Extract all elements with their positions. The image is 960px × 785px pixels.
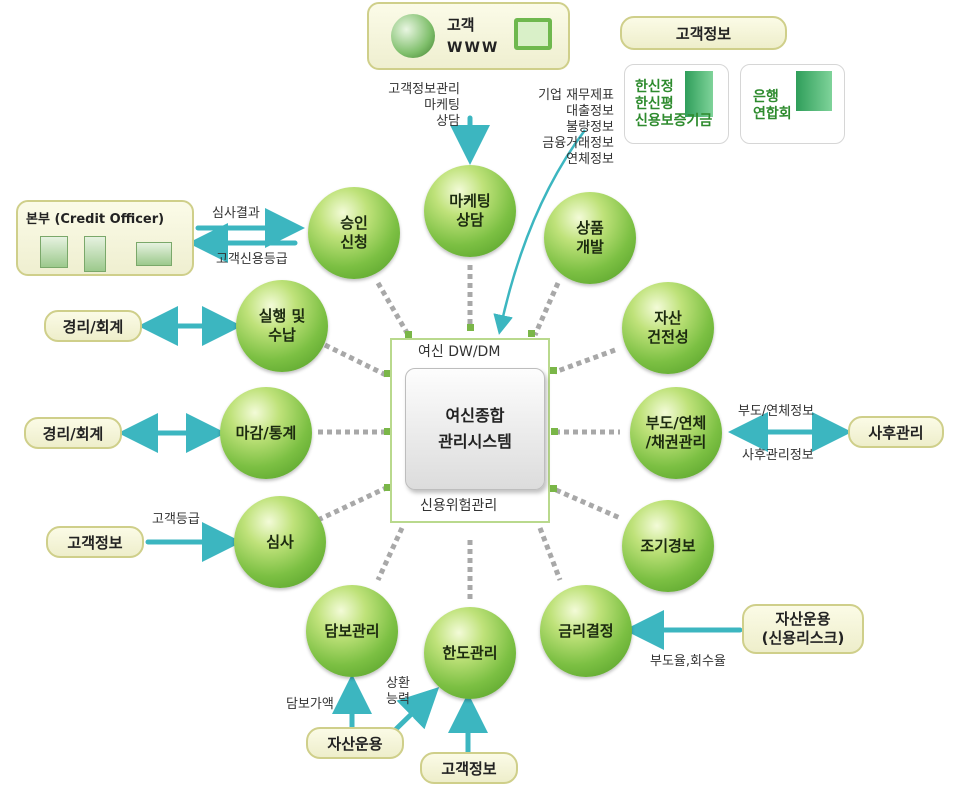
- node-approval: 승인 신청: [308, 187, 400, 279]
- accounting-pill-2: 경리/회계: [24, 417, 122, 449]
- customer-panel: 고객 WWW: [367, 2, 570, 70]
- center-system: 여신종합 관리시스템: [405, 368, 545, 490]
- hq-panel: 본부 (Credit Officer): [16, 200, 194, 276]
- node-interest: 금리결정: [540, 585, 632, 677]
- connector-product: [532, 281, 561, 337]
- node-limit: 한도관리: [424, 607, 516, 699]
- node-review: 심사: [234, 496, 326, 588]
- repay-capacity-label: 상환 능력: [386, 676, 410, 707]
- default-rate-label: 부도율,회수율: [650, 654, 726, 669]
- arrow-repay-capacity: [389, 687, 440, 736]
- monitor-icon: [514, 18, 552, 50]
- credit-agency-card: 한신정 한신평 신용보증기금: [624, 64, 729, 144]
- collateral-value-label: 담보가액: [286, 697, 334, 712]
- node-default-mgmt: 부도/연체 /채권관리: [630, 387, 722, 479]
- computer-icon: [84, 236, 106, 272]
- customer-info-pill-left: 고객정보: [46, 526, 144, 558]
- connector-collateral: [375, 526, 405, 582]
- node-asset-soundness: 자산 건전성: [622, 282, 714, 374]
- credit-grade-label: 고객신용등급: [216, 252, 288, 267]
- connector-execution: [323, 342, 390, 379]
- laptop-icon: [136, 242, 172, 266]
- customer-info-header: 고객정보: [620, 16, 787, 50]
- credit-agency-label: 한신정 한신평 신용보증기금: [635, 79, 713, 129]
- bank-federation-card: 은행 연합회: [740, 64, 845, 144]
- computer-icon: [40, 236, 68, 268]
- node-marketing: 마케팅 상담: [424, 165, 516, 257]
- bank-federation-label: 은행 연합회: [753, 89, 792, 122]
- node-collateral: 담보관리: [306, 585, 398, 677]
- asset-ops-pill: 자산운용: [306, 727, 404, 759]
- asset-risk-pill: 자산운용 (신용리스크): [742, 604, 864, 654]
- center-top-label: 여신 DW/DM: [418, 344, 501, 360]
- building-icon: [796, 71, 832, 111]
- review-result-label: 심사결과: [212, 206, 260, 221]
- marketing-input-label: 고객정보관리 마케팅 상담: [388, 82, 460, 129]
- customer-info-pill-bottom: 고객정보: [420, 752, 518, 784]
- customer-subtitle: WWW: [447, 40, 500, 56]
- customer-title: 고객: [447, 16, 475, 34]
- aftercare-info-label: 사후관리정보: [742, 448, 814, 463]
- default-info-label: 부도/연체정보: [738, 404, 815, 419]
- node-product: 상품 개발: [544, 192, 636, 284]
- node-closing: 마감/통계: [220, 387, 312, 479]
- connector-approval: [375, 281, 413, 340]
- connector-interest: [537, 527, 563, 581]
- hq-title: 본부 (Credit Officer): [26, 212, 165, 227]
- building-icon: [685, 71, 713, 117]
- connector-review: [316, 485, 388, 523]
- connector-asset-soundness: [554, 347, 616, 375]
- connector-early-warning: [554, 487, 622, 521]
- aftercare-pill: 사후관리: [848, 416, 944, 448]
- globe-icon: [391, 14, 435, 58]
- accounting-pill-1: 경리/회계: [44, 310, 142, 342]
- customer-grade-label: 고객등급: [152, 512, 200, 527]
- arrow-info-center: [493, 129, 587, 335]
- corp-info-label: 기업 재무제표 대출정보 불량정보 금융거래정보 연체정보: [538, 88, 614, 167]
- node-early-warning: 조기경보: [622, 500, 714, 592]
- center-bottom-label: 신용위험관리: [420, 498, 498, 514]
- node-execution: 실행 및 수납: [236, 280, 328, 372]
